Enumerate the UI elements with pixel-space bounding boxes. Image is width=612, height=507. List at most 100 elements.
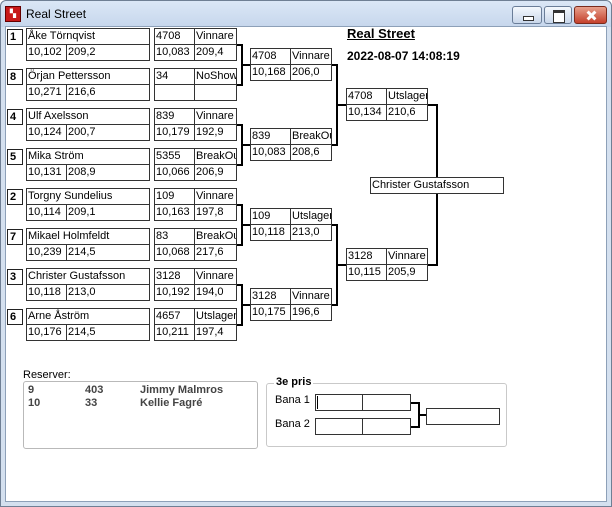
car-number-field[interactable]: 839 xyxy=(250,128,291,145)
bracket-connector xyxy=(336,224,338,306)
qual-time-field[interactable]: 10,271 xyxy=(26,84,67,101)
car-number-field[interactable]: 3128 xyxy=(250,288,291,305)
status-field[interactable]: Vinnare xyxy=(194,28,237,45)
race-speed-field[interactable]: 208,6 xyxy=(290,144,332,161)
qual-speed-field[interactable]: 208,9 xyxy=(66,164,150,181)
seed-number: 4 xyxy=(7,109,23,125)
car-number-field[interactable]: 4708 xyxy=(346,88,387,105)
race-speed-field[interactable]: 210,6 xyxy=(386,104,428,121)
race-time-field[interactable]: 10,134 xyxy=(346,104,387,121)
status-field[interactable]: Utslagen xyxy=(290,208,332,225)
race-speed-field[interactable]: 192,9 xyxy=(194,124,237,141)
race-time-field[interactable]: 10,118 xyxy=(250,224,291,241)
status-field[interactable]: Vinnare xyxy=(194,188,237,205)
status-field[interactable]: NoShow xyxy=(194,68,237,85)
bracket-connector xyxy=(338,104,346,106)
driver-name-field[interactable]: Arne Åström xyxy=(26,308,150,325)
qual-time-field[interactable]: 10,102 xyxy=(26,44,67,61)
lane1-status-field[interactable] xyxy=(362,394,411,411)
seed-number: 1 xyxy=(7,29,23,45)
driver-name-field[interactable]: Mikael Holmfeldt xyxy=(26,228,150,245)
car-number-field[interactable]: 109 xyxy=(154,188,195,205)
race-speed-field[interactable]: 197,8 xyxy=(194,204,237,221)
race-speed-field[interactable]: 206,0 xyxy=(290,64,332,81)
lane1-car-field[interactable] xyxy=(315,394,363,411)
race-speed-field[interactable]: 206,9 xyxy=(194,164,237,181)
status-field[interactable]: Vinnare xyxy=(386,248,428,265)
qual-time-field[interactable]: 10,114 xyxy=(26,204,67,221)
minimize-button[interactable] xyxy=(512,6,542,24)
car-number-field[interactable]: 4657 xyxy=(154,308,195,325)
car-number-field[interactable]: 5355 xyxy=(154,148,195,165)
car-number-field[interactable]: 83 xyxy=(154,228,195,245)
qual-time-field[interactable]: 10,239 xyxy=(26,244,67,261)
qual-speed-field[interactable]: 216,6 xyxy=(66,84,150,101)
qual-speed-field[interactable]: 213,0 xyxy=(66,284,150,301)
status-field[interactable]: BreakOu xyxy=(194,228,237,245)
race-time-field[interactable]: 10,068 xyxy=(154,244,195,261)
driver-name-field[interactable]: Torgny Sundelius xyxy=(26,188,150,205)
driver-name-field[interactable]: Åke Törnqvist xyxy=(26,28,150,45)
close-button[interactable] xyxy=(574,6,607,24)
race-time-field[interactable]: 10,179 xyxy=(154,124,195,141)
status-field[interactable]: BreakOut xyxy=(290,128,332,145)
bracket-connector xyxy=(237,44,243,46)
status-field[interactable]: Vinnare xyxy=(194,268,237,285)
qual-speed-field[interactable]: 209,2 xyxy=(66,44,150,61)
car-number-field[interactable]: 109 xyxy=(250,208,291,225)
race-speed-field[interactable]: 213,0 xyxy=(290,224,332,241)
qual-speed-field[interactable]: 209,1 xyxy=(66,204,150,221)
third-place-winner-field[interactable] xyxy=(426,408,500,425)
driver-name-field[interactable]: Ulf Axelsson xyxy=(26,108,150,125)
race-time-field[interactable]: 10,163 xyxy=(154,204,195,221)
car-number-field[interactable]: 3128 xyxy=(154,268,195,285)
race-time-field[interactable]: 10,192 xyxy=(154,284,195,301)
car-number-field[interactable]: 34 xyxy=(154,68,195,85)
race-time-field[interactable]: 10,083 xyxy=(250,144,291,161)
driver-name-field[interactable]: Mika Ström xyxy=(26,148,150,165)
lane2-car-field[interactable] xyxy=(315,418,363,435)
status-field[interactable]: Utslagen xyxy=(386,88,428,105)
car-number-field[interactable]: 3128 xyxy=(346,248,387,265)
car-number-field[interactable]: 4708 xyxy=(250,48,291,65)
driver-name-field[interactable]: Örjan Pettersson xyxy=(26,68,150,85)
status-field[interactable]: Vinnare xyxy=(194,108,237,125)
lane2-status-field[interactable] xyxy=(362,418,411,435)
status-field[interactable]: Vinnare xyxy=(290,288,332,305)
status-field[interactable]: Utslagen xyxy=(194,308,237,325)
car-number-field[interactable]: 4708 xyxy=(154,28,195,45)
race-speed-field[interactable]: 194,0 xyxy=(194,284,237,301)
maximize-button[interactable] xyxy=(544,6,572,24)
race-time-field[interactable]: 10,115 xyxy=(346,264,387,281)
race-speed-field[interactable]: 205,9 xyxy=(386,264,428,281)
qual-time-field[interactable]: 10,131 xyxy=(26,164,67,181)
qual-speed-field[interactable]: 214,5 xyxy=(66,244,150,261)
reserves-list[interactable]: 9 403 Jimmy Malmros 10 33 Kellie Fagré xyxy=(23,381,258,449)
race-speed-field[interactable]: 217,6 xyxy=(194,244,237,261)
qual-speed-field[interactable]: 200,7 xyxy=(66,124,150,141)
lane2-label: Bana 2 xyxy=(275,418,310,430)
bracket-connector xyxy=(332,304,338,306)
qual-time-field[interactable]: 10,176 xyxy=(26,324,67,341)
race-time-field[interactable]: 10,211 xyxy=(154,324,195,341)
race-speed-field[interactable] xyxy=(194,84,237,101)
race-time-field[interactable]: 10,066 xyxy=(154,164,195,181)
qual-time-field[interactable]: 10,118 xyxy=(26,284,67,301)
winner-field[interactable]: Christer Gustafsson xyxy=(370,177,504,194)
title-bar[interactable]: ▚ Real Street xyxy=(1,1,611,27)
status-field[interactable]: BreakOu xyxy=(194,148,237,165)
race-speed-field[interactable]: 196,6 xyxy=(290,304,332,321)
status-field[interactable]: Vinnare xyxy=(290,48,332,65)
race-time-field[interactable]: 10,175 xyxy=(250,304,291,321)
qual-speed-field[interactable]: 214,5 xyxy=(66,324,150,341)
race-speed-field[interactable]: 209,4 xyxy=(194,44,237,61)
race-time-field[interactable] xyxy=(154,84,195,101)
driver-name-field[interactable]: Christer Gustafsson xyxy=(26,268,150,285)
qual-time-field[interactable]: 10,124 xyxy=(26,124,67,141)
race-time-field[interactable]: 10,083 xyxy=(154,44,195,61)
third-place-label: 3e pris xyxy=(274,376,314,388)
race-time-field[interactable]: 10,168 xyxy=(250,64,291,81)
car-number-field[interactable]: 839 xyxy=(154,108,195,125)
race-speed-field[interactable]: 197,4 xyxy=(194,324,237,341)
reserve-car: 33 xyxy=(85,397,98,409)
